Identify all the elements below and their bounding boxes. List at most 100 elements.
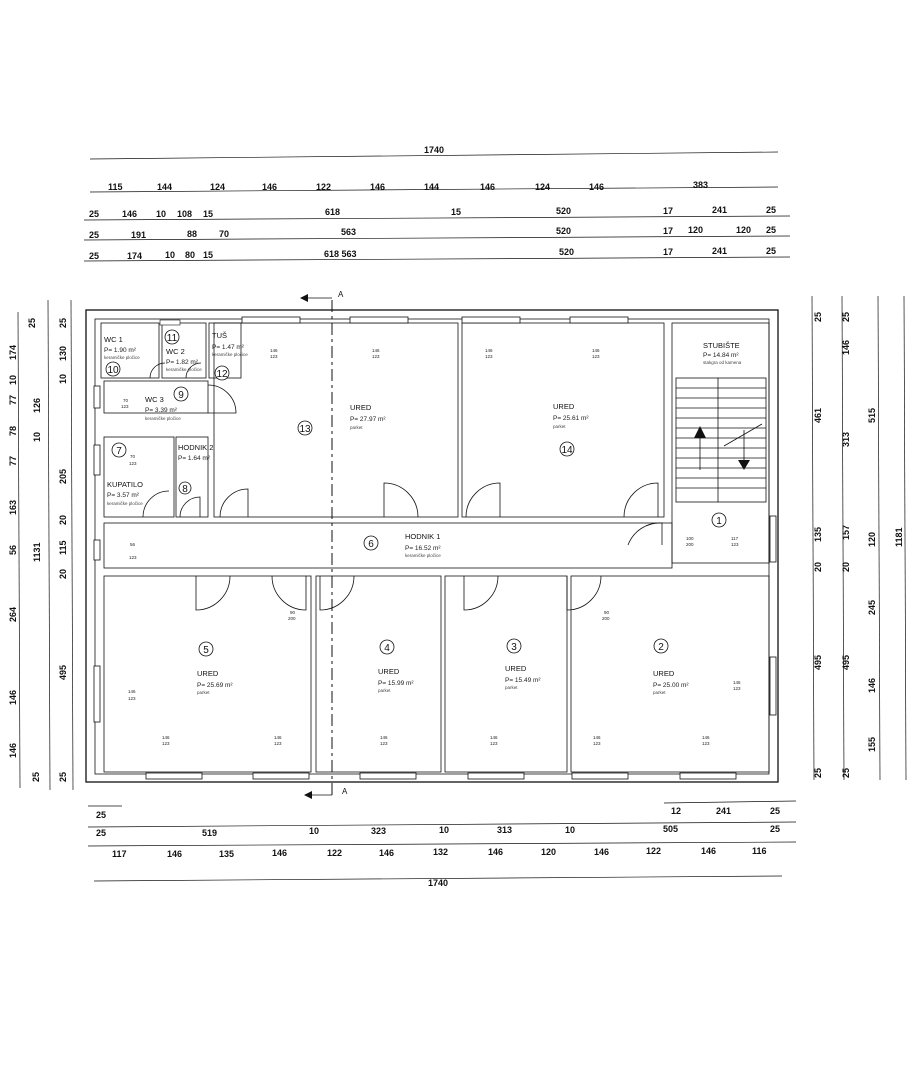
room-name: URED <box>653 669 675 678</box>
door-swing <box>465 482 501 518</box>
opening-tag: 146 <box>274 735 282 740</box>
dim-label: 146 <box>370 182 385 192</box>
svg-text:8: 8 <box>182 484 188 495</box>
room-marker-3: 3 <box>506 638 522 654</box>
left-outer-labels: 25 174 10 77 78 77 163 56 264 146 146 25 <box>8 318 41 782</box>
svg-text:5: 5 <box>203 645 209 656</box>
dim-label: 70 <box>219 229 229 239</box>
room-material: parket <box>350 425 363 430</box>
dim-label: 25 <box>766 205 776 215</box>
room-name: HODNIK 2 <box>178 443 213 452</box>
bottom-row0-labels: 25 12 241 25 <box>96 806 780 820</box>
room-name: TUŠ <box>212 331 227 340</box>
dim-label: 120 <box>688 225 703 235</box>
room-area: P= 1.82 m² <box>166 359 199 366</box>
door-swing <box>623 482 659 518</box>
door-swing <box>463 575 499 611</box>
dim-label: 495 <box>58 665 68 680</box>
dim-label: 313 <box>841 432 851 447</box>
dim-label: 146 <box>867 678 877 693</box>
dim-label: 505 <box>663 824 678 834</box>
window <box>93 444 101 476</box>
room-area: P= 1.47 m² <box>212 344 245 351</box>
dim-label: 25 <box>96 810 106 820</box>
left-total-dim: 1131 <box>32 542 42 562</box>
dim-label: 146 <box>589 182 604 192</box>
door-swing <box>219 488 249 518</box>
dim-label: 25 <box>841 312 851 322</box>
opening-tag: 146 <box>593 735 601 740</box>
dim-label: 10 <box>309 826 319 836</box>
wall-hallway <box>103 522 673 569</box>
dim-label: 515 <box>867 408 877 423</box>
dim-label: 25 <box>770 824 780 834</box>
door-swing <box>627 522 663 546</box>
dim-label: 17 <box>663 206 673 216</box>
room-area: P= 25.61 m² <box>553 415 589 422</box>
window <box>241 316 301 324</box>
svg-text:1: 1 <box>716 516 722 527</box>
svg-text:123: 123 <box>380 741 388 746</box>
staircase <box>675 377 767 503</box>
dim-label: 25 <box>841 768 851 778</box>
dim-label: 241 <box>712 205 727 215</box>
dim-label: 144 <box>157 182 172 192</box>
dim-label: 520 <box>556 226 571 236</box>
svg-text:123: 123 <box>731 542 739 547</box>
door-swing <box>195 575 231 611</box>
dim-label: 383 <box>693 180 708 190</box>
dim-label: 120 <box>736 225 751 235</box>
dim-label: 25 <box>58 772 68 782</box>
room-area: P= 27.97 m² <box>350 416 386 423</box>
room-label-hodnik1: HODNIK 1 P= 16.52 m² keramičke pločice <box>405 532 441 558</box>
dim-label: 313 <box>497 825 512 835</box>
window <box>571 772 629 780</box>
svg-text:12: 12 <box>216 369 228 380</box>
wall-room4 <box>315 575 442 773</box>
svg-text:123: 123 <box>372 354 380 359</box>
dim-label: 146 <box>122 209 137 219</box>
top-row3-labels: 25 191 88 70 563 520 17 120 120 25 <box>89 225 776 240</box>
doors <box>142 362 663 611</box>
room-marker-13: 13 <box>297 420 313 436</box>
dim-label: 115 <box>108 182 123 192</box>
dim-label: 126 <box>32 398 42 413</box>
opening-tag: 146 <box>733 680 741 685</box>
room-name: WC 3 <box>145 395 164 404</box>
right-total-dim: 1181 <box>894 527 904 547</box>
wall-hodnik2 <box>175 436 209 518</box>
room-area: P= 15.99 m² <box>378 680 414 687</box>
dim-label: 144 <box>424 182 439 192</box>
svg-text:10: 10 <box>107 365 119 376</box>
svg-text:14: 14 <box>561 445 573 456</box>
room-material: parket <box>378 688 391 693</box>
dim-label: 15 <box>451 207 461 217</box>
top-row2-labels: 25 146 10 108 15 618 15 520 17 241 25 <box>89 205 776 219</box>
room-marker-14: 14 <box>559 441 575 457</box>
svg-text:200: 200 <box>602 616 610 621</box>
dim-label: 191 <box>131 230 146 240</box>
window <box>461 316 521 324</box>
dim-label: 25 <box>27 318 37 328</box>
room-label-5: URED P= 25.69 m² parket <box>197 669 233 695</box>
window <box>93 665 101 723</box>
opening-tag: 146 <box>380 735 388 740</box>
room-material: parket <box>505 685 518 690</box>
svg-text:123: 123 <box>162 741 170 746</box>
opening-tag: 117 <box>731 536 739 541</box>
dim-label: 495 <box>813 655 823 670</box>
dim-label: 146 <box>262 182 277 192</box>
room-area: P= 1.64 m² <box>178 455 211 462</box>
section-label-bottom: A <box>342 787 348 796</box>
dim-label: 108 <box>177 209 192 219</box>
bottom-dimension-chains: 25 12 241 25 25 519 10 323 10 313 10 505… <box>87 800 797 888</box>
room-material: keramičke pločice <box>405 553 441 558</box>
arrow-up-icon <box>694 426 706 438</box>
door-swing <box>142 490 170 518</box>
room-material: parket <box>653 690 666 695</box>
door-swing <box>185 362 202 379</box>
svg-text:200: 200 <box>686 542 694 547</box>
room-label-kupatilo: KUPATILO P= 3.57 m² keramičke pločice <box>107 480 143 506</box>
dim-label: 10 <box>32 432 42 442</box>
room-name: URED <box>197 669 219 678</box>
